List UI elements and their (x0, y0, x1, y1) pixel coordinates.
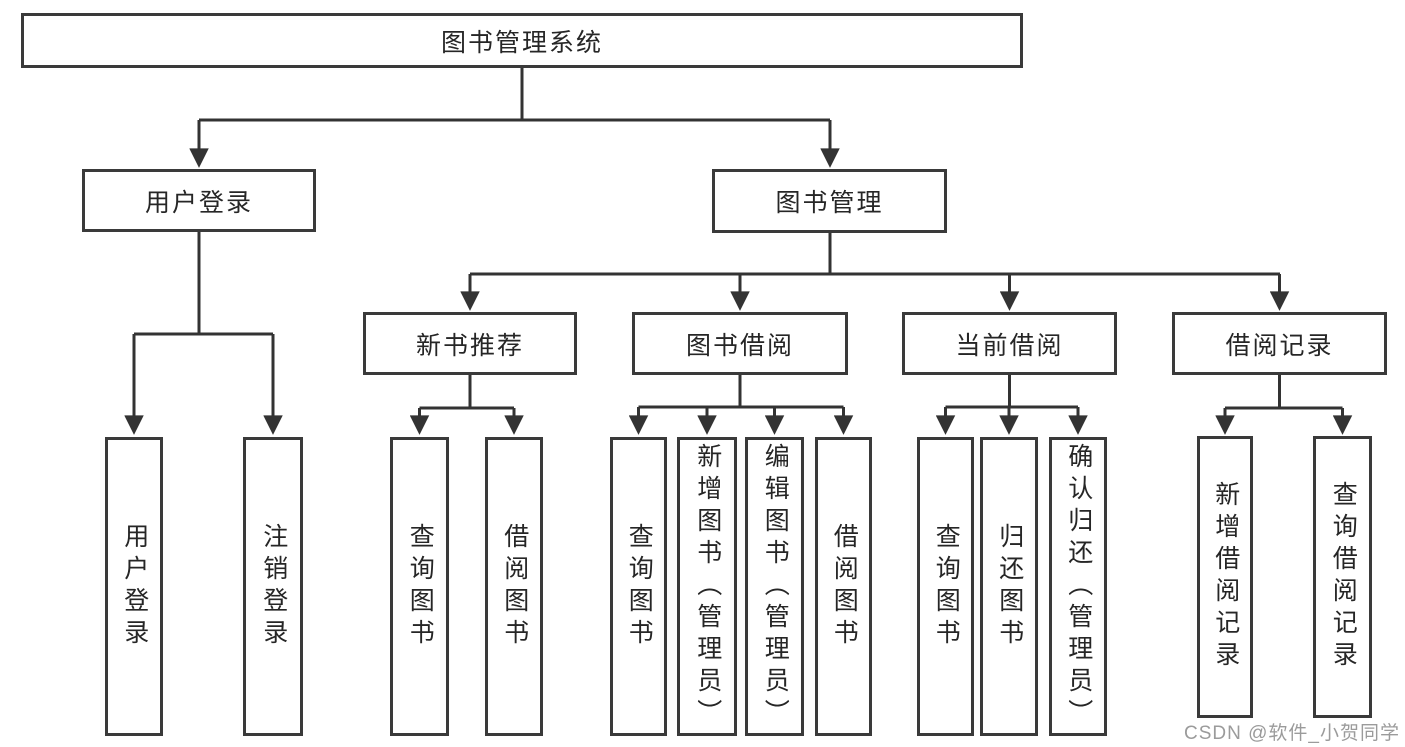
leaf-br-query-borrow-record: 查询借阅记录 (1313, 436, 1372, 718)
leaf-bb-add-books-admin: 新增图书（管理员） (677, 437, 737, 736)
leaf-bb-query-books: 查询图书 (610, 437, 667, 736)
node-current-borrowing: 当前借阅 (902, 312, 1117, 375)
leaf-bb-borrow-books: 借阅图书 (815, 437, 872, 736)
leaf-nb-borrow-books: 借阅图书 (485, 437, 543, 736)
node-user-login: 用户登录 (82, 169, 316, 232)
leaf-cb-confirm-return-admin: 确认归还（管理员） (1049, 437, 1107, 736)
leaf-cb-return-books: 归还图书 (980, 437, 1038, 736)
leaf-nb-query-books: 查询图书 (390, 437, 449, 736)
node-book-management: 图书管理 (712, 169, 947, 233)
connector-new-book-bar (419, 375, 514, 410)
leaf-br-add-borrow-record: 新增借阅记录 (1197, 436, 1253, 718)
connector-borrowing-records-bar (1225, 375, 1343, 410)
node-new-book-recommendation: 新书推荐 (363, 312, 577, 375)
connector-root-bar (199, 68, 830, 122)
connector-user-login-bar (134, 232, 273, 336)
node-root: 图书管理系统 (21, 13, 1023, 68)
node-book-borrowing: 图书借阅 (632, 312, 848, 375)
leaf-cb-query-books: 查询图书 (917, 437, 974, 736)
leaf-bb-edit-books-admin: 编辑图书（管理员） (745, 437, 804, 736)
node-borrowing-records: 借阅记录 (1172, 312, 1387, 375)
connector-book-borrowing-bar (638, 375, 844, 409)
csdn-watermark: CSDN @软件_小贺同学 (1184, 723, 1400, 744)
leaf-user-login: 用户登录 (105, 437, 163, 736)
connector-current-borrowing-bar (945, 375, 1078, 409)
leaf-logout: 注销登录 (243, 437, 303, 736)
connector-book-management-bar (470, 233, 1280, 276)
